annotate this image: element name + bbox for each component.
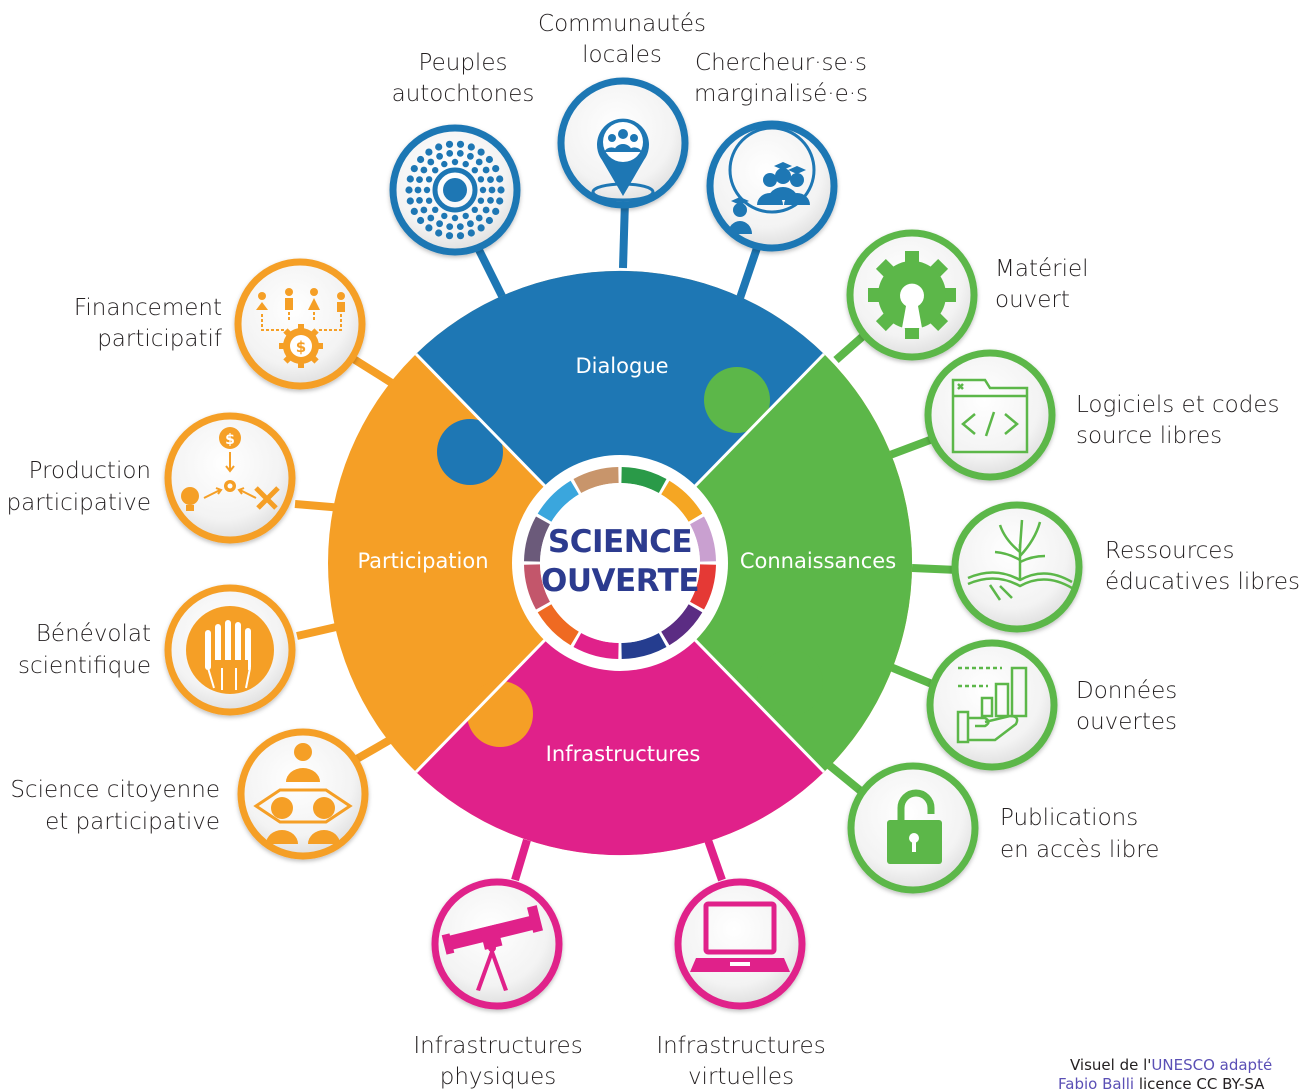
ring-segment: [661, 604, 703, 646]
raised-hands-icon: [186, 606, 274, 694]
label-production-2: participative: [7, 490, 151, 516]
label-publications-1: Publications: [1000, 805, 1138, 831]
data-hand-chart-icon: [956, 666, 1028, 744]
node-financement: $: [234, 258, 366, 390]
label-peuples-1: Peuples: [419, 50, 508, 76]
label-physiques-2: physiques: [440, 1064, 556, 1089]
knob-dialogue: [437, 419, 503, 485]
credit-prefix: Visuel de l': [1070, 1056, 1151, 1074]
segment-label-dialogue: Dialogue: [575, 354, 668, 378]
wheel-connaissances: [620, 354, 913, 772]
wheel-dialogue: [416, 270, 824, 563]
open-hardware-gear-icon: [868, 251, 956, 339]
svg-text:$: $: [296, 338, 306, 356]
label-materiel-1: Matériel: [995, 256, 1089, 282]
ring-segment: [573, 633, 619, 659]
node-chercheurs: [706, 120, 838, 252]
label-virtuelles-2: virtuelles: [688, 1064, 794, 1089]
label-chercheurs-2: marginalisé·e·s: [694, 81, 868, 107]
ring-segment: [661, 480, 703, 522]
label-citoyenne-2: et participative: [45, 809, 220, 835]
credit-suffix: licence CC BY-SA: [1134, 1075, 1265, 1089]
crowdsourcing-icon: $: [181, 427, 280, 511]
ring-segment: [621, 633, 667, 659]
node-materiel: [846, 229, 978, 361]
credit-link-unesco[interactable]: UNESCO adapté: [1151, 1056, 1272, 1074]
concentric-dots-icon: [405, 140, 505, 240]
node-virtuelles: [674, 878, 806, 1010]
node-peuples: [389, 124, 521, 256]
label-citoyenne-1: Science citoyenne: [10, 777, 220, 803]
graduates-icon: [728, 126, 816, 234]
color-ring: [524, 467, 716, 659]
open-book-plant-icon: [967, 519, 1073, 601]
center-line2: OUVERTE: [541, 563, 699, 599]
laptop-icon: [690, 901, 790, 972]
node-physiques: [431, 878, 563, 1010]
node-communautes: [557, 77, 689, 209]
label-financement-2: participatif: [97, 326, 223, 352]
node-production: $: [164, 412, 296, 544]
label-logiciels-2: source libres: [1076, 423, 1222, 449]
label-financement-1: Financement: [74, 295, 222, 321]
segment-label-participation: Participation: [357, 549, 488, 573]
center-hub: SCIENCE OUVERTE: [512, 455, 728, 671]
ring-segment: [524, 516, 550, 562]
node-citoyenne: [237, 728, 369, 860]
credit-link-author[interactable]: Fabio Balli: [1058, 1075, 1134, 1089]
ring-segment: [573, 467, 619, 493]
crowdfunding-icon: $: [256, 288, 345, 368]
telescope-icon: [441, 905, 543, 991]
node-benevolat: [164, 584, 296, 716]
segment-label-infrastructures: Infrastructures: [546, 742, 701, 766]
credit-line1: Visuel de l'UNESCO adapté: [1070, 1056, 1272, 1074]
open-padlock-icon: [887, 789, 942, 864]
puzzle-wheel: [328, 270, 913, 856]
label-ressources-2: éducatives libres: [1105, 569, 1300, 595]
knob-connaissances: [704, 367, 770, 433]
community-pin-icon: [591, 118, 655, 202]
ring-segment: [537, 480, 579, 522]
label-virtuelles-1: Infrastructures: [656, 1033, 825, 1059]
label-donnees-2: ouvertes: [1076, 709, 1177, 735]
label-peuples-2: autochtones: [392, 81, 535, 107]
ring-segment: [690, 564, 716, 610]
wheel-infrastructures: [416, 563, 824, 856]
ring-segment: [524, 564, 550, 610]
people-group-icon: [253, 743, 353, 844]
label-publications-2: en accès libre: [1000, 837, 1159, 863]
label-chercheurs-1: Chercheur·se·s: [695, 50, 867, 76]
node-donnees: [926, 639, 1058, 771]
ring-segment: [621, 467, 667, 493]
label-communautes-1: Communautés: [538, 11, 706, 37]
label-materiel-2: ouvert: [995, 287, 1070, 313]
label-production-1: Production: [29, 458, 151, 484]
credit: Visuel de l'UNESCO adapté Fabio Balli li…: [1058, 1056, 1272, 1089]
knob-participation: [467, 681, 533, 747]
ring-segment: [537, 604, 579, 646]
label-physiques-1: Infrastructures: [413, 1033, 582, 1059]
label-donnees-1: Données: [1076, 678, 1177, 704]
knob-infrastructures: [757, 650, 823, 716]
node-logiciels: [924, 349, 1056, 481]
center-line1: SCIENCE: [548, 524, 692, 560]
ring-segment: [690, 516, 716, 562]
svg-text:$: $: [225, 432, 235, 448]
label-benevolat-1: Bénévolat: [36, 621, 151, 647]
segment-label-connaissances: Connaissances: [740, 549, 896, 573]
label-ressources-1: Ressources: [1105, 538, 1234, 564]
node-publications: [847, 762, 979, 894]
label-logiciels-1: Logiciels et codes: [1076, 392, 1279, 418]
label-benevolat-2: scientifique: [18, 653, 151, 679]
code-window-icon: [951, 378, 1029, 454]
label-communautes-2: locales: [582, 42, 662, 68]
credit-line2: Fabio Balli licence CC BY-SA: [1058, 1075, 1265, 1089]
node-ressources: [951, 501, 1083, 633]
